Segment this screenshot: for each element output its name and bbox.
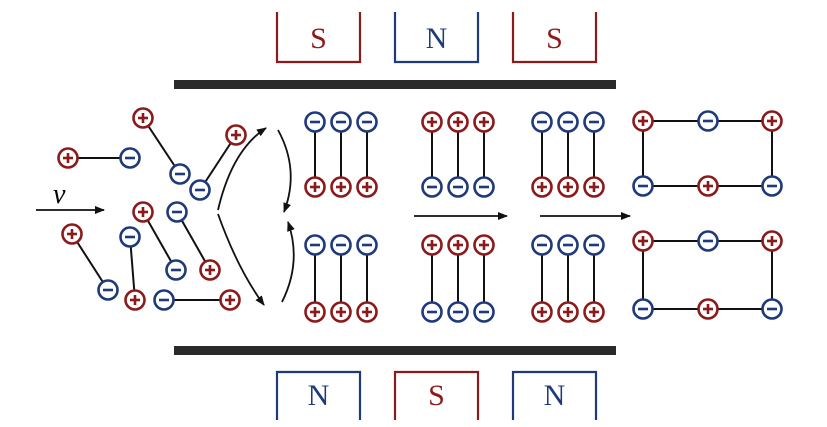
positive-charge xyxy=(199,259,221,281)
negative-charge xyxy=(119,147,141,169)
flow-arrow-curve-up xyxy=(281,221,295,303)
positive-charge xyxy=(447,111,469,133)
negative-charge xyxy=(697,110,719,132)
negative-charge xyxy=(473,301,495,323)
arrows xyxy=(36,127,631,306)
magnet-north: N xyxy=(511,370,598,420)
positive-charge xyxy=(531,176,553,198)
positive-charge xyxy=(557,176,579,198)
positive-charge xyxy=(761,230,783,252)
top-plate xyxy=(174,80,616,89)
negative-charge xyxy=(632,298,654,320)
negative-charge xyxy=(330,111,352,133)
flow-arrow-up xyxy=(217,127,267,211)
magnet-north: N xyxy=(275,370,362,420)
bond-line xyxy=(199,134,237,191)
positive-charge xyxy=(219,289,241,311)
negative-charge xyxy=(632,175,654,197)
negative-charge xyxy=(531,234,553,256)
magnet-label: N xyxy=(426,22,448,55)
negative-charge xyxy=(169,163,191,185)
positive-charge xyxy=(421,234,443,256)
positive-charge xyxy=(583,301,605,323)
magnet-south: S xyxy=(393,370,480,420)
positive-charge xyxy=(632,110,654,132)
negative-charge xyxy=(153,289,175,311)
negative-charge xyxy=(697,230,719,252)
negative-charge xyxy=(356,234,378,256)
positive-charge xyxy=(697,298,719,320)
negative-charge xyxy=(447,176,469,198)
negative-charge xyxy=(761,175,783,197)
positive-charge xyxy=(61,223,83,245)
magnet-south: S xyxy=(275,12,362,64)
negative-charge xyxy=(165,259,187,281)
negative-charge xyxy=(97,279,119,301)
bond-line xyxy=(176,211,211,271)
negative-charge xyxy=(583,234,605,256)
charges xyxy=(57,107,783,323)
magnet-label: S xyxy=(546,22,563,55)
positive-charge xyxy=(304,176,326,198)
positive-charge xyxy=(557,301,579,323)
positive-charge xyxy=(356,176,378,198)
negative-charge xyxy=(421,301,443,323)
negative-charge xyxy=(531,111,553,133)
positive-charge xyxy=(697,175,719,197)
positive-charge xyxy=(124,289,146,311)
positive-charge xyxy=(421,111,443,133)
positive-charge xyxy=(57,147,79,169)
negative-charge xyxy=(119,226,141,248)
bond-line xyxy=(71,233,109,291)
magnet-south: S xyxy=(511,12,598,64)
positive-charge xyxy=(356,301,378,323)
magnet-label: S xyxy=(310,22,327,55)
positive-charge xyxy=(132,107,154,129)
bond-line xyxy=(142,117,181,175)
positive-charge xyxy=(632,230,654,252)
magnet-north: N xyxy=(393,12,480,64)
negative-charge xyxy=(473,176,495,198)
magnet-label: S xyxy=(428,379,445,412)
positive-charge xyxy=(473,111,495,133)
negative-charge xyxy=(761,298,783,320)
negative-charge xyxy=(356,111,378,133)
positive-charge xyxy=(304,301,326,323)
positive-charge xyxy=(447,234,469,256)
positive-charge xyxy=(330,176,352,198)
negative-charge xyxy=(304,234,326,256)
positive-charge xyxy=(225,124,247,146)
bottom-plate xyxy=(174,346,616,355)
negative-charge xyxy=(583,111,605,133)
negative-charge xyxy=(330,234,352,256)
plates xyxy=(174,80,616,355)
positive-charge xyxy=(473,234,495,256)
positive-charge xyxy=(531,301,553,323)
magnet-label: N xyxy=(308,379,330,412)
negative-charge xyxy=(557,234,579,256)
bond-line xyxy=(142,211,177,271)
positive-charge xyxy=(761,110,783,132)
negative-charge xyxy=(166,201,188,223)
negative-charge xyxy=(189,179,211,201)
negative-charge xyxy=(304,111,326,133)
positive-charge xyxy=(132,201,154,223)
flow-arrow-down xyxy=(217,213,265,306)
flow-arrow-curve-down xyxy=(277,129,292,213)
magnet-label: N xyxy=(544,379,566,412)
negative-charge xyxy=(557,111,579,133)
negative-charge xyxy=(447,301,469,323)
positive-charge xyxy=(583,176,605,198)
positive-charge xyxy=(330,301,352,323)
velocity-label: v xyxy=(53,179,66,210)
negative-charge xyxy=(421,176,443,198)
